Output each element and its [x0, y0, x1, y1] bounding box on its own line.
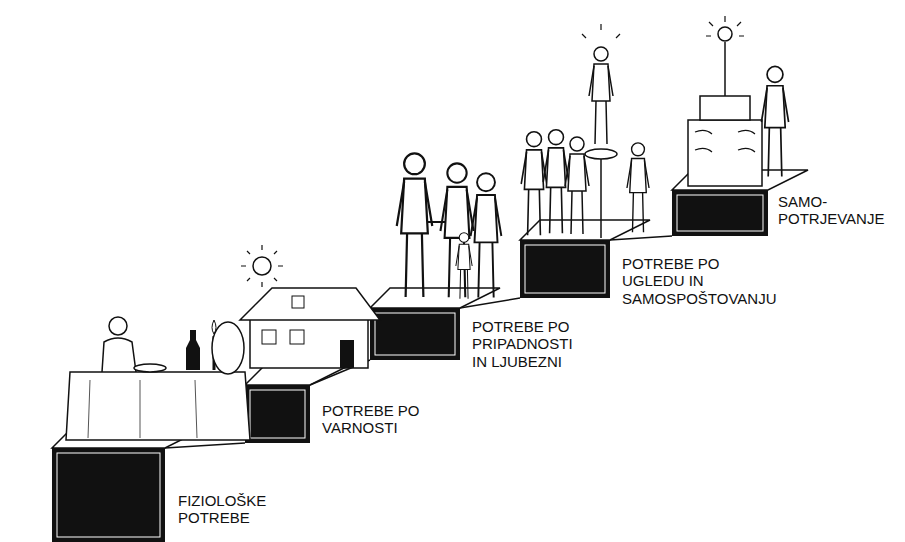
step-label: POTREBE PO UGLEDU IN SAMOSPOŠTOVANJU: [622, 255, 780, 307]
step-risers: [52, 190, 768, 542]
house: [212, 245, 380, 374]
people-group: [397, 153, 502, 298]
step-label: SAMO- POTRJEVANJE: [778, 193, 888, 228]
step-label: POTREBE PO PRIPADNOSTI IN LJUBEZNI: [472, 318, 576, 370]
step-label: FIZIOLOŠKE POTREBE: [178, 492, 270, 527]
step-label: POTREBE PO VARNOSTI: [322, 402, 425, 437]
dinner-table: [66, 317, 250, 440]
admired-speaker: [521, 24, 649, 238]
creator-monument: [688, 16, 789, 186]
